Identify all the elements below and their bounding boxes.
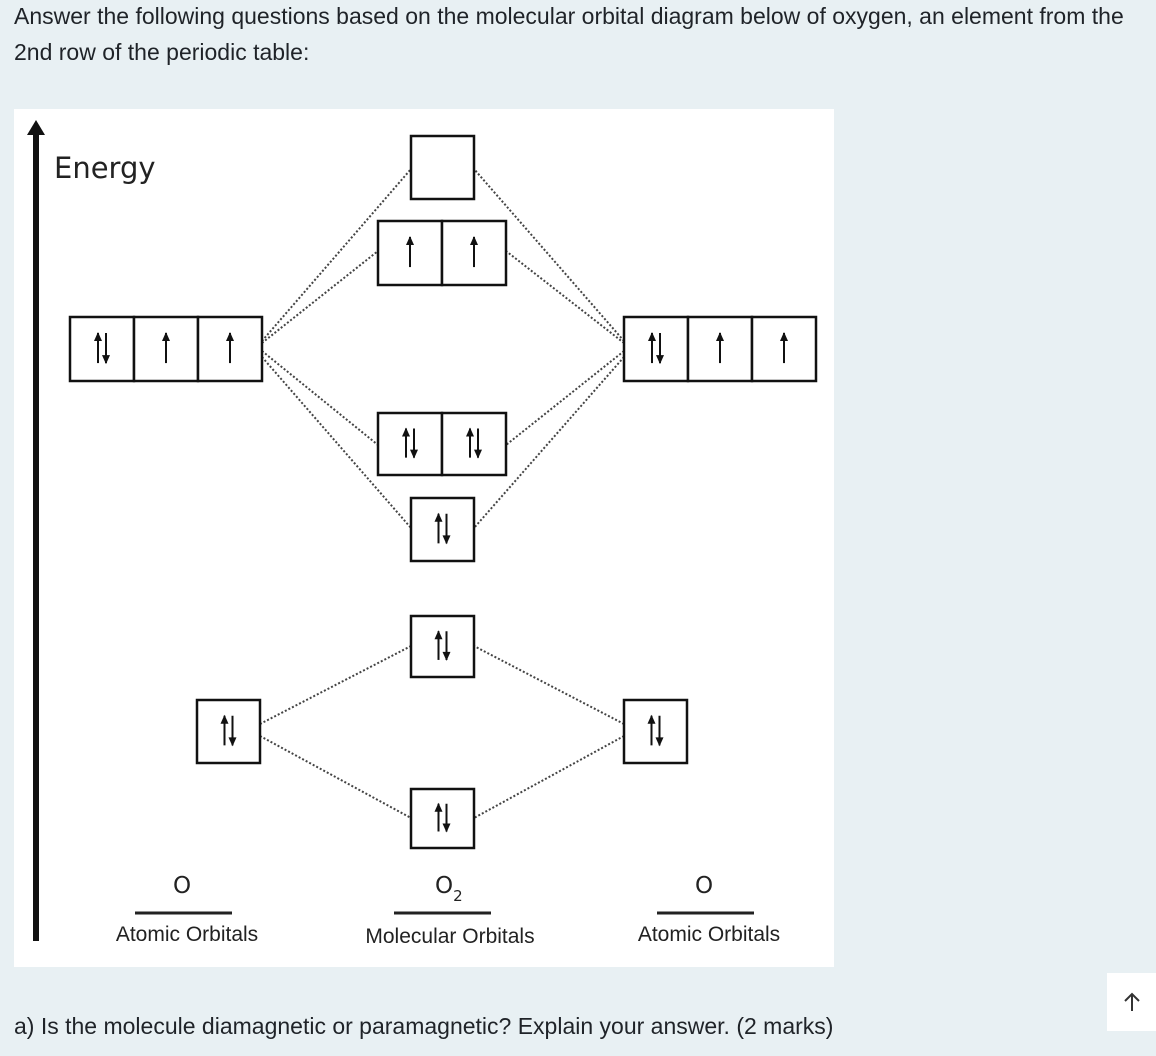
electron-pair-arrows <box>220 714 237 747</box>
correlation-line <box>505 250 625 344</box>
electron-pair-arrows <box>94 332 110 365</box>
orbital-box <box>409 787 476 850</box>
electron-up-arrow <box>716 332 724 364</box>
correlation-lines <box>259 168 625 819</box>
correlation-line <box>473 356 625 529</box>
orbital-pi-2p <box>376 411 508 477</box>
mo-diagram-figure: Energy O Atomic Orbitals O2 Molecular Or… <box>14 109 834 967</box>
correlation-line <box>473 735 625 819</box>
electron-pair-arrows <box>434 512 451 545</box>
electron-pair-arrows <box>434 802 451 833</box>
orbital-left-2p <box>68 315 264 383</box>
energy-label: Energy <box>54 151 156 185</box>
electron-pair-arrows <box>466 427 482 459</box>
electron-pair-arrows <box>648 332 664 365</box>
orbital-box <box>68 315 136 383</box>
orbital-right-2s <box>622 698 689 765</box>
orbital-boxes <box>68 134 818 850</box>
electron-up-arrow <box>162 332 170 364</box>
orbital-box <box>409 496 476 563</box>
electron-pair-arrows <box>434 630 451 661</box>
orbital-pi-star-2p <box>376 219 508 287</box>
electron-pair-arrows <box>647 714 664 747</box>
orbital-sigma-star-2p <box>409 134 476 201</box>
orbital-left-2s <box>195 698 262 765</box>
orbital-sigma-star-2s <box>409 614 476 679</box>
correlation-line <box>261 356 412 529</box>
orbital-box <box>196 315 264 383</box>
electron-up-arrow <box>226 332 234 364</box>
left-atom-label: O <box>173 873 191 899</box>
orbital-box <box>622 698 689 765</box>
correlation-line <box>259 735 412 819</box>
molecule-symbol: O <box>435 873 453 899</box>
orbital-box <box>622 315 690 383</box>
molecule-label: O2 <box>435 873 463 905</box>
center-caption: Molecular Orbitals <box>365 925 534 948</box>
correlation-line <box>261 168 412 342</box>
orbital-box <box>376 219 444 287</box>
arrow-up-icon <box>1123 992 1140 1011</box>
mo-diagram: Energy O Atomic Orbitals O2 Molecular Or… <box>27 120 818 948</box>
electron-pair-arrows <box>402 427 418 459</box>
correlation-line <box>261 350 379 446</box>
orbital-box <box>440 411 508 477</box>
orbital-box <box>409 134 476 201</box>
orbital-box <box>132 315 200 383</box>
orbital-box <box>750 315 818 383</box>
correlation-line <box>259 645 412 725</box>
orbital-box <box>195 698 262 765</box>
correlation-line <box>505 350 625 446</box>
electron-up-arrow <box>470 236 478 268</box>
question-intro: Answer the following questions based on … <box>14 3 1124 65</box>
left-caption: Atomic Orbitals <box>116 923 258 946</box>
energy-axis <box>27 120 45 941</box>
question-part-a: a) Is the molecule diamagnetic or parama… <box>14 1013 834 1039</box>
orbital-sigma-2p <box>409 496 476 563</box>
right-atom-label: O <box>695 873 713 899</box>
orbital-box <box>440 219 508 287</box>
correlation-line <box>473 645 625 725</box>
electron-up-arrow <box>406 236 414 268</box>
orbital-sigma-2s <box>409 787 476 850</box>
electron-up-arrow <box>780 332 788 364</box>
orbital-box <box>686 315 754 383</box>
orbital-box <box>409 614 476 679</box>
scroll-to-top-button[interactable] <box>1107 973 1156 1031</box>
orbital-box <box>376 411 444 477</box>
correlation-line <box>261 250 379 344</box>
orbital-right-2p <box>622 315 818 383</box>
right-caption: Atomic Orbitals <box>638 923 780 946</box>
molecule-subscript: 2 <box>453 887 463 905</box>
